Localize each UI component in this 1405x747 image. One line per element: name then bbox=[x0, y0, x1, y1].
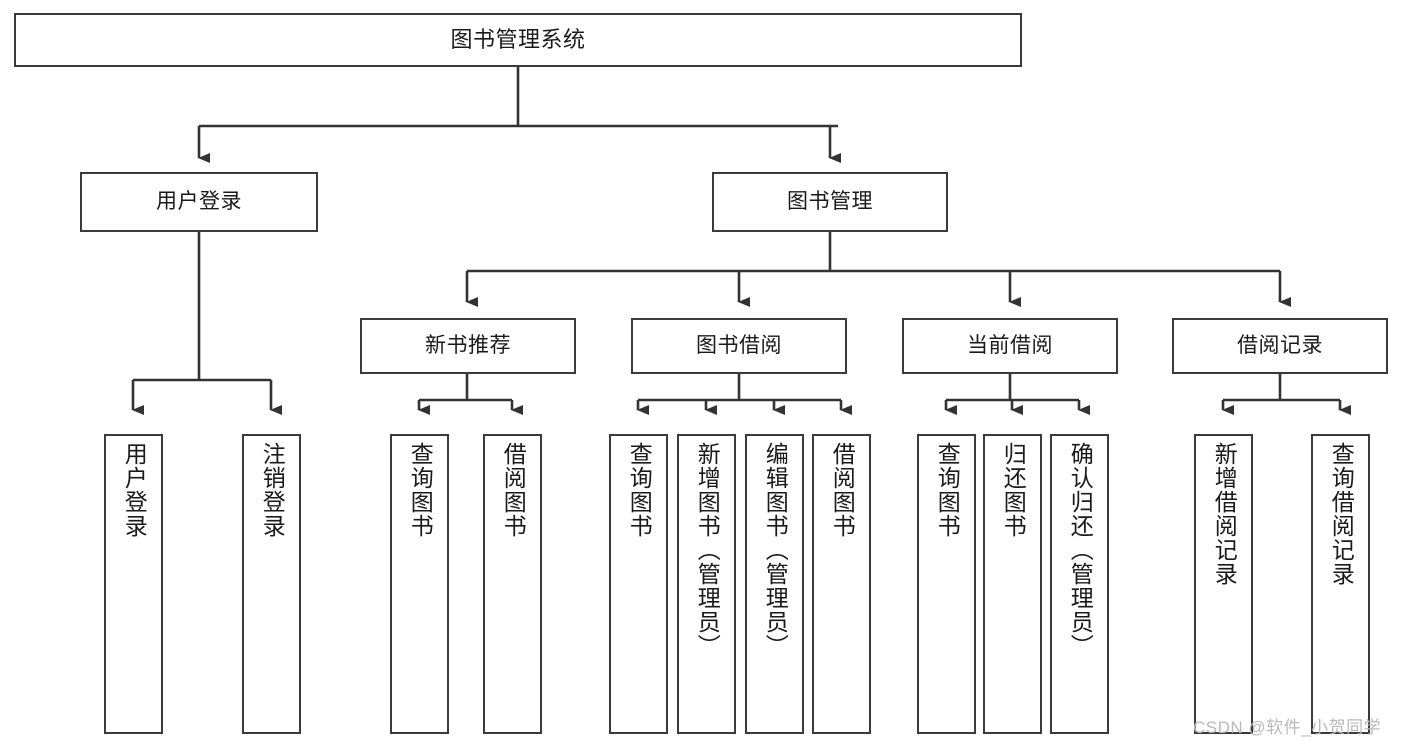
leaf-user-login-login[interactable]: 用户登录 bbox=[104, 434, 163, 734]
node-label: 图书管理系统 bbox=[450, 26, 586, 52]
node-label: 图书管理 bbox=[787, 190, 873, 214]
leaf-current-borrow-query-book[interactable]: 查询图书 bbox=[917, 434, 976, 734]
leaf-borrow-records-query-record[interactable]: 查询借阅记录 bbox=[1311, 434, 1370, 734]
node-label: 新增借阅记录 bbox=[1211, 442, 1238, 586]
node-label: 新增图书（管理员） bbox=[694, 442, 721, 658]
leaf-borrow-records-add-record[interactable]: 新增借阅记录 bbox=[1194, 434, 1253, 734]
node-new-book-recommend[interactable]: 新书推荐 bbox=[360, 318, 576, 374]
leaf-new-book-query-book[interactable]: 查询图书 bbox=[390, 434, 449, 734]
node-book-borrow[interactable]: 图书借阅 bbox=[631, 318, 847, 374]
node-label: 当前借阅 bbox=[967, 334, 1053, 358]
node-current-borrow[interactable]: 当前借阅 bbox=[902, 318, 1118, 374]
node-label: 借阅图书 bbox=[500, 442, 527, 538]
node-label: 新书推荐 bbox=[425, 334, 511, 358]
leaf-book-borrow-edit-book-admin[interactable]: 编辑图书（管理员） bbox=[745, 434, 804, 734]
node-label: 查询图书 bbox=[407, 442, 434, 538]
node-label: 借阅图书 bbox=[829, 442, 856, 538]
node-label: 编辑图书（管理员） bbox=[762, 442, 789, 658]
node-label: 用户登录 bbox=[156, 190, 242, 214]
node-label: 注销登录 bbox=[259, 442, 286, 538]
node-label: 借阅记录 bbox=[1237, 334, 1323, 358]
node-label: 查询借阅记录 bbox=[1328, 442, 1355, 586]
node-label: 归还图书 bbox=[1000, 442, 1027, 538]
leaf-book-borrow-borrow-book[interactable]: 借阅图书 bbox=[812, 434, 871, 734]
node-book-management[interactable]: 图书管理 bbox=[712, 172, 948, 232]
leaf-current-borrow-return-book[interactable]: 归还图书 bbox=[983, 434, 1042, 734]
leaf-new-book-borrow-book[interactable]: 借阅图书 bbox=[483, 434, 542, 734]
node-label: 图书借阅 bbox=[696, 334, 782, 358]
leaf-book-borrow-query-book[interactable]: 查询图书 bbox=[609, 434, 668, 734]
node-user-login[interactable]: 用户登录 bbox=[80, 172, 318, 232]
leaf-user-login-logout[interactable]: 注销登录 bbox=[242, 434, 301, 734]
node-label: 查询图书 bbox=[626, 442, 653, 538]
node-label: 查询图书 bbox=[934, 442, 961, 538]
node-label: 用户登录 bbox=[121, 442, 148, 538]
node-label: 确认归还（管理员） bbox=[1067, 442, 1094, 658]
node-root-book-management-system[interactable]: 图书管理系统 bbox=[14, 13, 1022, 67]
leaf-book-borrow-add-book-admin[interactable]: 新增图书（管理员） bbox=[677, 434, 736, 734]
leaf-current-borrow-confirm-return-admin[interactable]: 确认归还（管理员） bbox=[1050, 434, 1109, 734]
node-borrow-records[interactable]: 借阅记录 bbox=[1172, 318, 1388, 374]
